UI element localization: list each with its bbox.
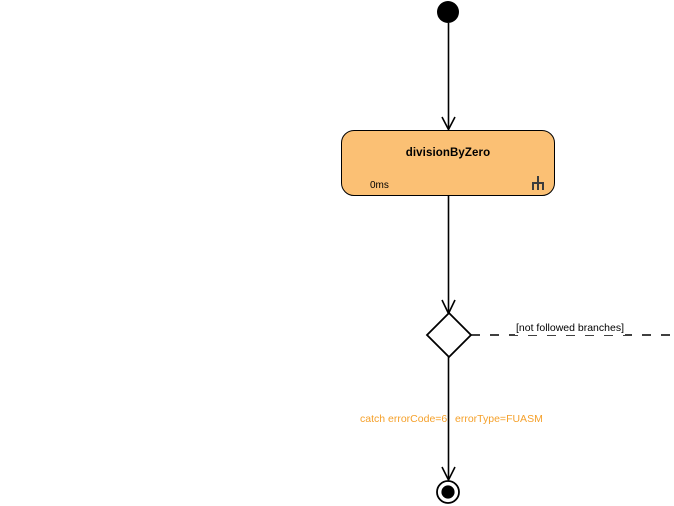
initial-node[interactable]	[437, 1, 459, 23]
edge-label-not-followed-branches: [not followed branches]	[515, 322, 625, 335]
activity-title: divisionByZero	[405, 147, 491, 159]
edge-label-catch-errorcode: catch errorCode=6	[360, 413, 448, 425]
activity-duration-label: 0ms	[370, 180, 389, 191]
arrowhead-into-final	[441, 466, 456, 482]
arrowhead-into-activity	[441, 116, 456, 132]
edge-label-catch-errortype: errorType=FUASM	[455, 413, 543, 425]
activity-node-divisionbyzero[interactable]: divisionByZero 0ms	[341, 130, 555, 196]
decision-node[interactable]	[425, 311, 473, 359]
rake-icon	[532, 176, 544, 190]
final-node-core	[441, 485, 455, 499]
